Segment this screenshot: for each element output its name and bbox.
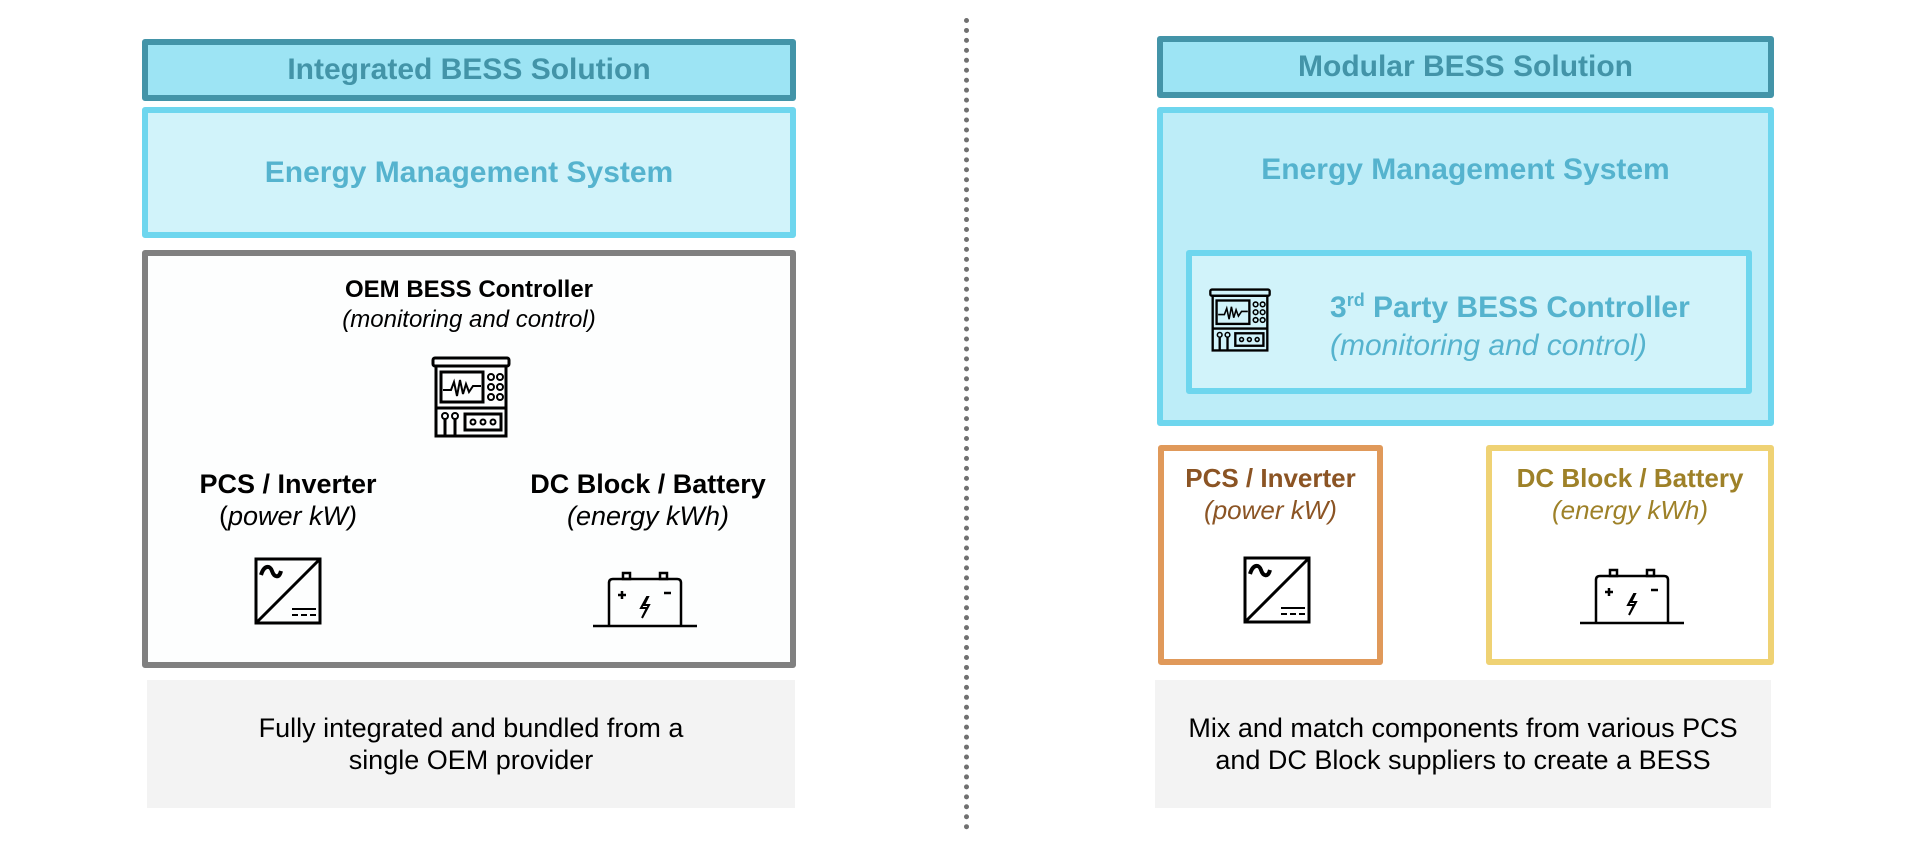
- third-party-controller-title: 3rd Party BESS Controller: [1330, 290, 1690, 325]
- modular-pcs-box: PCS / Inverter (power kW): [1158, 445, 1383, 665]
- integrated-pcs-title: PCS / Inverter: [199, 469, 377, 499]
- controller-title-prefix: 3: [1330, 291, 1347, 324]
- modular-footer-line1: Mix and match components from various PC…: [1188, 713, 1738, 743]
- oem-controller-title: OEM BESS Controller: [344, 276, 594, 303]
- third-party-controller-box: 3rd Party BESS Controller (monitoring an…: [1186, 250, 1752, 394]
- modular-dc-box: DC Block / Battery (energy kWh): [1486, 445, 1774, 665]
- battery-icon: [592, 571, 698, 631]
- modular-title: Modular BESS Solution: [1298, 50, 1633, 83]
- inverter-icon: [1243, 556, 1311, 624]
- modular-dc-subtitle: (energy kWh): [1551, 495, 1709, 525]
- modular-footer-line2: and DC Block suppliers to create a BESS: [1215, 745, 1711, 775]
- control-panel-icon: [1207, 288, 1273, 352]
- modular-pcs-title: PCS / Inverter: [1185, 463, 1356, 493]
- integrated-title-box: Integrated BESS Solution: [142, 39, 796, 101]
- integrated-footer: Fully integrated and bundled from a sing…: [147, 680, 795, 808]
- integrated-title: Integrated BESS Solution: [287, 53, 651, 86]
- integrated-dc-subtitle: (energy kWh): [566, 501, 730, 531]
- modular-title-box: Modular BESS Solution: [1157, 36, 1774, 98]
- section-divider: [964, 18, 969, 830]
- control-panel-icon: [431, 356, 511, 438]
- integrated-pcs-subtitle-open: (: [218, 501, 228, 531]
- oem-controller-subtitle: (monitoring and control): [342, 306, 596, 333]
- controller-title-sup: rd: [1346, 290, 1365, 310]
- modular-ems-label: Energy Management System: [1261, 153, 1670, 186]
- inverter-icon: [254, 557, 322, 625]
- modular-ems-box: Energy Management System 3rd Party BESS …: [1157, 107, 1774, 426]
- integrated-pcs-subtitle-text: power kW): [227, 501, 357, 531]
- modular-dc-title: DC Block / Battery: [1516, 463, 1744, 493]
- integrated-ems-label: Energy Management System: [264, 155, 674, 189]
- third-party-controller-subtitle: (monitoring and control): [1330, 329, 1647, 362]
- battery-icon: [1579, 568, 1685, 628]
- oem-controller-box: OEM BESS Controller (monitoring and cont…: [142, 250, 796, 668]
- integrated-ems-box: Energy Management System: [142, 107, 796, 238]
- integrated-footer-line2: single OEM provider: [348, 745, 594, 775]
- integrated-dc-title: DC Block / Battery: [530, 469, 766, 499]
- controller-title-rest: Party BESS Controller: [1364, 291, 1690, 324]
- integrated-pcs-subtitle: (power kW): [158, 501, 418, 532]
- modular-footer: Mix and match components from various PC…: [1155, 680, 1771, 808]
- integrated-footer-line1: Fully integrated and bundled from a: [258, 713, 684, 743]
- modular-pcs-subtitle: (power kW): [1204, 495, 1337, 525]
